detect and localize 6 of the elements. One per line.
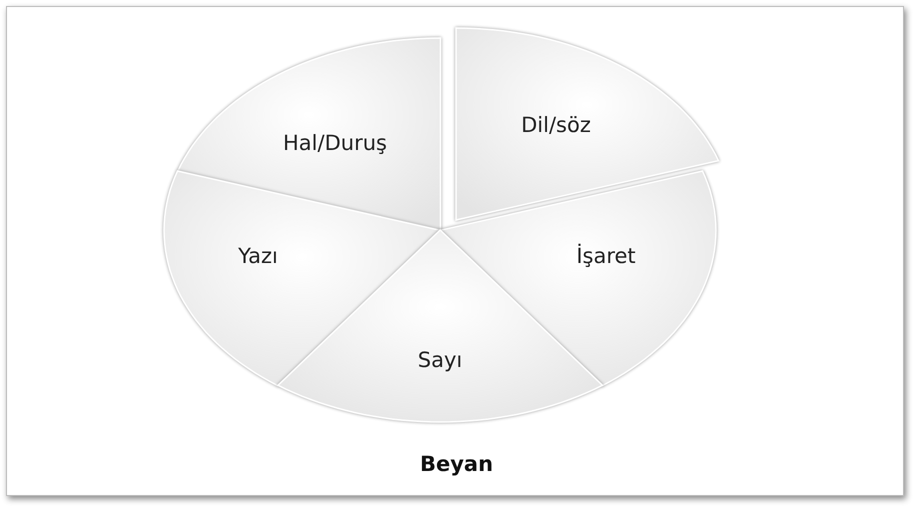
chart-title: Beyan: [420, 452, 494, 476]
slice-label: Hal/Duruş: [283, 131, 387, 155]
slice-label: Dil/söz: [521, 113, 591, 137]
slice-label: Yazı: [238, 244, 278, 268]
slice-label: İşaret: [576, 244, 636, 268]
slice-label: Sayı: [418, 348, 462, 372]
